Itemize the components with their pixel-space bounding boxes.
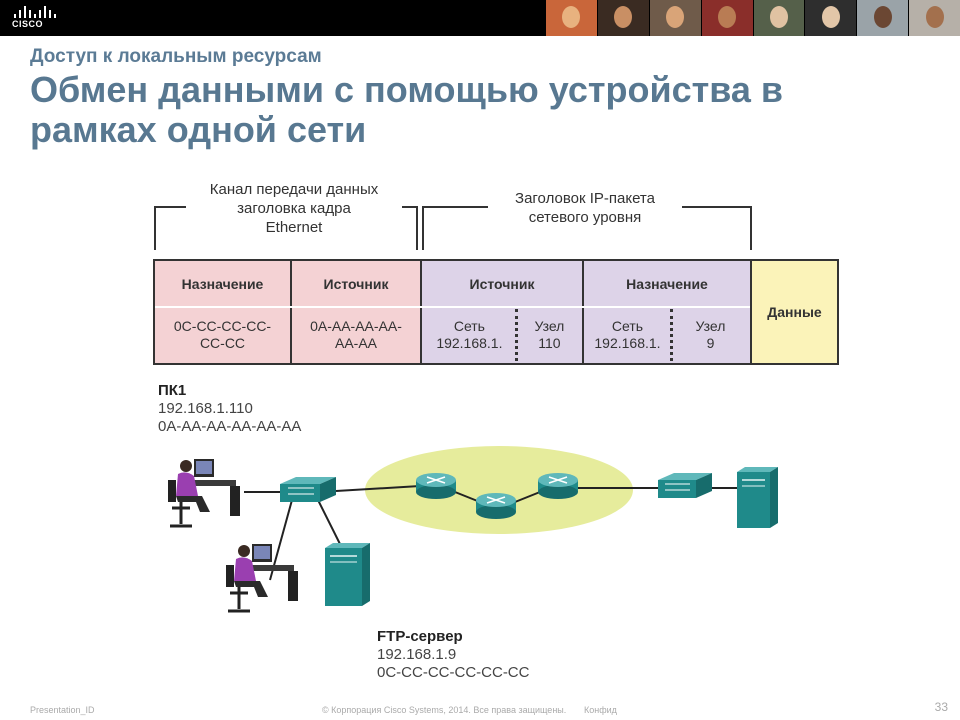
ftp-server-icon	[325, 543, 370, 606]
eth-dest-value-line: 0C-CC-CC-CC-	[173, 318, 272, 334]
pc1-label: ПК1 192.168.1.110 0A-AA-AA-AA-AA-AA	[158, 382, 301, 436]
ftp-server-name: FTP-сервер	[377, 628, 463, 645]
switch-icon	[658, 473, 712, 498]
ip-src-host-line: 110	[538, 335, 561, 351]
ethernet-label-line: заголовка кадра	[237, 200, 351, 217]
ip-label-line: сетевого уровня	[528, 209, 642, 226]
section-subtitle: Доступ к локальным ресурсам	[30, 46, 322, 67]
ip-dest-host-line: 9	[706, 335, 715, 351]
router-icon	[476, 493, 516, 519]
presentation-id: Presentation_ID	[30, 705, 95, 715]
people-photo-strip	[545, 0, 960, 36]
eth-src-header: Источник	[292, 261, 422, 307]
link-router-router	[454, 491, 481, 503]
data-cell: Данные	[752, 261, 837, 363]
eth-src-value-line: 0A-AA-AA-AA-	[310, 318, 402, 334]
photo-tile	[752, 0, 805, 36]
ip-src-header: Источник	[422, 261, 584, 307]
eth-dest-value: 0C-CC-CC-CC- CC-CC	[155, 307, 292, 363]
eth-src-value: 0A-AA-AA-AA- AA-AA	[292, 307, 422, 363]
photo-tile	[648, 0, 701, 36]
ip-dest-net-host-divider	[670, 309, 673, 361]
pc1-mac: 0A-AA-AA-AA-AA-AA	[158, 418, 302, 435]
top-banner: CISCO	[0, 0, 960, 36]
network-cloud	[365, 446, 633, 534]
ftp-server-mac: 0C-CC-CC-CC-CC-CC	[377, 664, 530, 681]
ip-dest-host-line: Узел	[695, 318, 726, 334]
eth-dest-value-line: CC-CC	[199, 335, 246, 351]
photo-tile	[700, 0, 753, 36]
row-separator	[155, 306, 750, 308]
ip-dest-value: Сеть 192.168.1. Узел 9	[584, 307, 752, 363]
page-title: Обмен данными с помощью устройства в рам…	[30, 69, 784, 150]
ethernet-label-line: Канал передачи данных	[209, 181, 379, 198]
link-router-router	[514, 491, 541, 503]
ip-dest-header: Назначение	[584, 261, 752, 307]
eth-src-value-line: AA-AA	[334, 335, 377, 351]
router-icon	[538, 473, 578, 499]
photo-tile	[596, 0, 649, 36]
network-topology	[168, 446, 778, 613]
ip-src-net-line: Сеть	[453, 318, 485, 334]
ip-dest-net: Сеть 192.168.1.	[584, 318, 671, 352]
photo-tile	[856, 0, 909, 36]
eth-dest-header: Назначение	[155, 261, 292, 307]
pc1-workstation-icon	[168, 459, 240, 528]
ip-src-net: Сеть 192.168.1.	[422, 318, 517, 352]
link-switch-ftp	[317, 499, 343, 549]
ip-dest-net-line: Сеть	[611, 318, 644, 334]
ip-src-net-host-divider	[515, 309, 518, 361]
pc1-ip: 192.168.1.110	[158, 400, 253, 417]
ip-label-line: Заголовок IP-пакета	[515, 190, 655, 207]
ftp-server-ip: 192.168.1.9	[377, 646, 457, 663]
photo-tile	[908, 0, 960, 36]
frame-diagram: Назначение 0C-CC-CC-CC- CC-CC Источник 0…	[153, 259, 839, 365]
ethernet-header-label: Канал передачи данных заголовка кадра Et…	[186, 180, 402, 237]
pc2-workstation-icon	[226, 544, 298, 613]
ip-dest-host: Узел 9	[671, 318, 750, 352]
ip-header-label: Заголовок IP-пакета сетевого уровня	[488, 189, 682, 227]
confidential-label: Конфид	[584, 705, 617, 715]
ftp-server-label: FTP-сервер 192.168.1.9 0C-CC-CC-CC-CC-CC	[377, 628, 529, 682]
switch-icon	[280, 477, 336, 502]
ip-src-host: Узел 110	[517, 318, 582, 352]
link-switch-router	[335, 485, 421, 492]
photo-tile	[804, 0, 857, 36]
ip-src-value: Сеть 192.168.1. Узел 110	[422, 307, 584, 363]
cisco-bars-icon	[12, 4, 56, 18]
cisco-logo: CISCO	[12, 4, 56, 32]
logo-text: CISCO	[12, 19, 44, 29]
pc1-name: ПК1	[158, 382, 187, 399]
ip-src-host-line: Узел	[534, 318, 565, 334]
ip-src-net-line: 192.168.1.	[436, 335, 503, 351]
server-icon	[737, 467, 778, 528]
ethernet-label-line: Ethernet	[265, 219, 323, 236]
router-icon	[416, 473, 456, 499]
copyright: © Корпорация Cisco Systems, 2014. Все пр…	[322, 705, 567, 715]
photo-tile	[545, 0, 597, 36]
ip-dest-net-line: 192.168.1.	[594, 335, 661, 351]
page-number: 33	[934, 700, 948, 714]
